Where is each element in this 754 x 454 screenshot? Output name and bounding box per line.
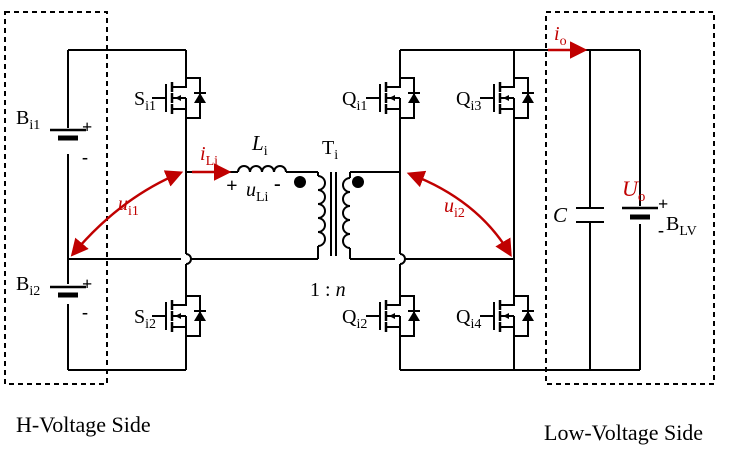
polarity-minus-ul: - — [274, 173, 281, 195]
label-qi3: Qi3 — [456, 88, 481, 114]
polarity-plus-bi1: + — [82, 117, 92, 137]
battery-bi1-icon — [50, 128, 86, 141]
label-capacitor: C — [553, 203, 568, 227]
polarity-minus-blv: - — [658, 220, 664, 240]
switch-si1-icon — [150, 68, 208, 128]
switch-qi3-icon — [478, 68, 536, 128]
voltage-ui1-arrow-icon — [70, 170, 184, 257]
label-ui2: ui2 — [444, 195, 465, 221]
hv-wiring — [67, 49, 326, 371]
voltage-ui2-arrow-icon — [406, 170, 512, 258]
polarity-minus-bi2: - — [82, 302, 88, 322]
label-si1: Si1 — [134, 88, 156, 114]
hv-side-box — [4, 11, 108, 385]
label-si2: Si2 — [134, 306, 156, 332]
switch-qi2-icon — [364, 286, 422, 346]
polarity-minus-bi1: - — [82, 147, 88, 167]
label-io: io — [554, 23, 567, 49]
switch-si2-icon — [150, 286, 208, 346]
primary-dot-icon — [294, 176, 306, 188]
label-inductor: Li — [251, 131, 268, 159]
label-hv-side: H-Voltage Side — [16, 412, 151, 437]
label-ui1: ui1 — [118, 193, 139, 219]
switch-qi1-icon — [364, 68, 422, 128]
label-uli: uLi — [246, 179, 269, 205]
label-uo: Uo — [622, 176, 645, 205]
label-bi1: Bi1 — [16, 107, 40, 133]
secondary-dot-icon — [352, 176, 364, 188]
polarity-plus-bi2: + — [82, 274, 92, 294]
signal-arrows — [70, 41, 588, 258]
label-transformer: Ti — [322, 137, 338, 163]
transformer — [330, 171, 400, 260]
label-ili: iLi — [200, 143, 218, 169]
polarity-plus-blv: + — [658, 194, 668, 214]
label-qi2: Qi2 — [342, 306, 367, 332]
label-bi2: Bi2 — [16, 273, 40, 299]
label-blv: BLV — [666, 213, 697, 239]
battery-blv-icon — [622, 206, 658, 220]
switch-qi4-icon — [478, 286, 536, 346]
battery-bi2-icon — [50, 285, 86, 298]
lv-side-box — [545, 11, 715, 385]
lv-wiring — [399, 49, 641, 371]
label-lv-side: Low-Voltage Side — [544, 420, 703, 445]
label-qi1: Qi1 — [342, 88, 367, 114]
label-turns-ratio: 1 : n — [310, 279, 346, 301]
polarity-plus-ul: + — [226, 175, 237, 197]
label-qi4: Qi4 — [456, 306, 481, 332]
